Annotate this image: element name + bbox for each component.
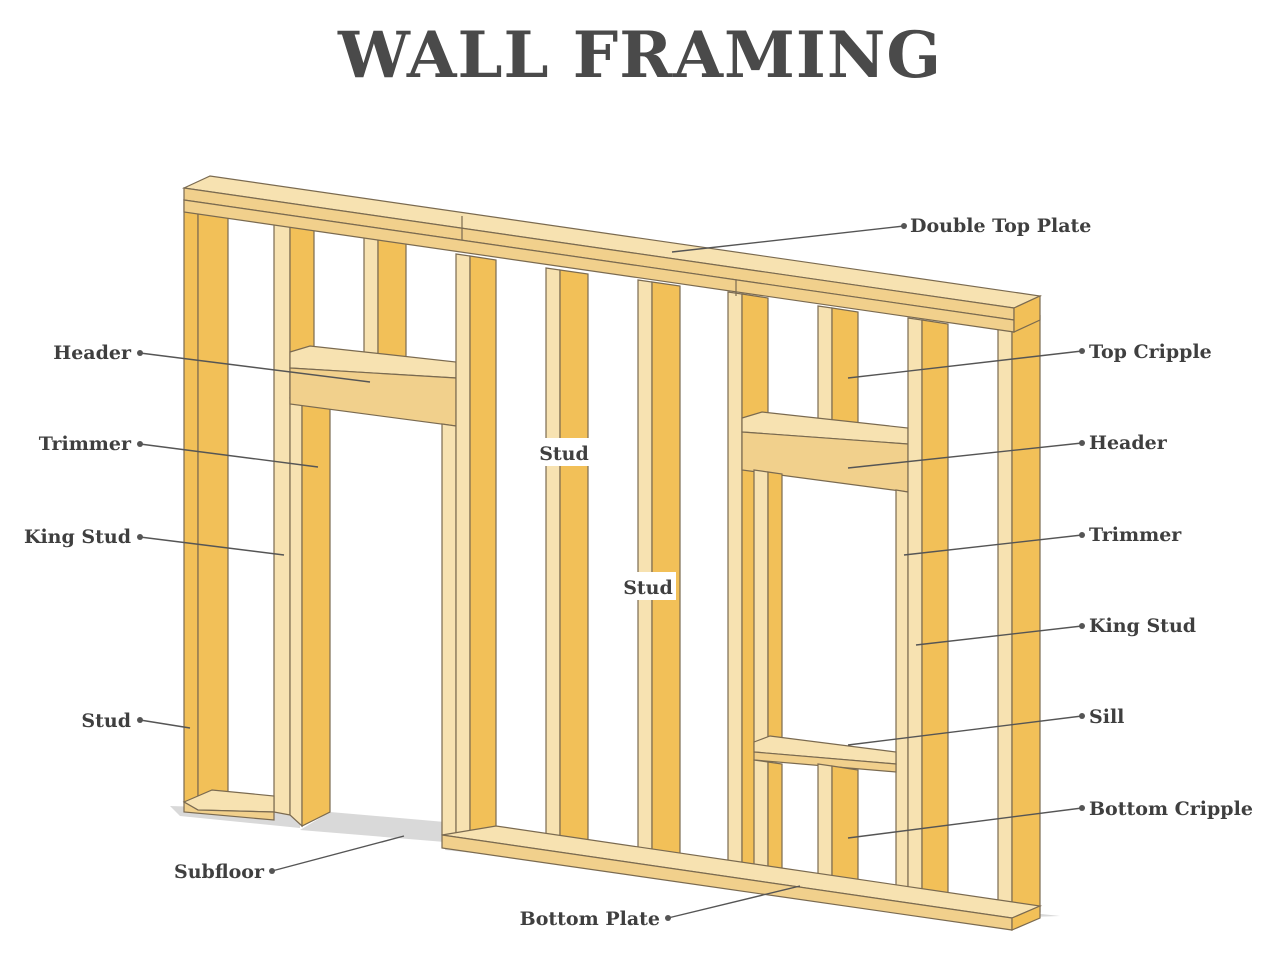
label-king-stud-right: King Stud (1089, 615, 1196, 637)
label-king-stud-left: King Stud (24, 526, 131, 548)
label-subfloor: Subfloor (174, 861, 265, 883)
label-trimmer-right: Trimmer (1089, 524, 1182, 546)
label-bottom-cripple: Bottom Cripple (1089, 798, 1253, 820)
header-left (289, 345, 457, 427)
stud-center-1 (545, 267, 589, 851)
label-header-left: Header (53, 342, 132, 364)
label-sill: Sill (1089, 706, 1124, 728)
label-double-top-plate: Double Top Plate (910, 215, 1091, 237)
leader-lines (137, 223, 1085, 921)
king-stud-right (907, 317, 949, 906)
stud-center-2 (637, 279, 681, 863)
label-stud-left: Stud (81, 710, 131, 732)
labels: Double Top Plate Top Cripple Header Trim… (24, 215, 1253, 930)
double-top-plate (181, 175, 1043, 333)
top-cripple-right (817, 305, 859, 437)
stud-left-outer (183, 199, 229, 813)
label-top-cripple: Top Cripple (1089, 341, 1212, 363)
top-cripple-left (363, 233, 407, 373)
bottom-plate (441, 825, 1043, 931)
label-stud-center-upper: Stud (539, 443, 589, 465)
sill (753, 735, 897, 773)
label-trimmer-left: Trimmer (39, 433, 132, 455)
bottom-plate-left (182, 789, 275, 821)
stud-right-end (997, 315, 1041, 919)
diagram-title: WALL FRAMING (338, 18, 942, 93)
door-right-trimmer (441, 253, 497, 841)
label-header-right: Header (1089, 432, 1168, 454)
label-bottom-plate: Bottom Plate (520, 908, 660, 930)
label-stud-center-lower: Stud (623, 577, 673, 599)
header-right (741, 411, 909, 493)
trimmer-left (289, 397, 331, 828)
